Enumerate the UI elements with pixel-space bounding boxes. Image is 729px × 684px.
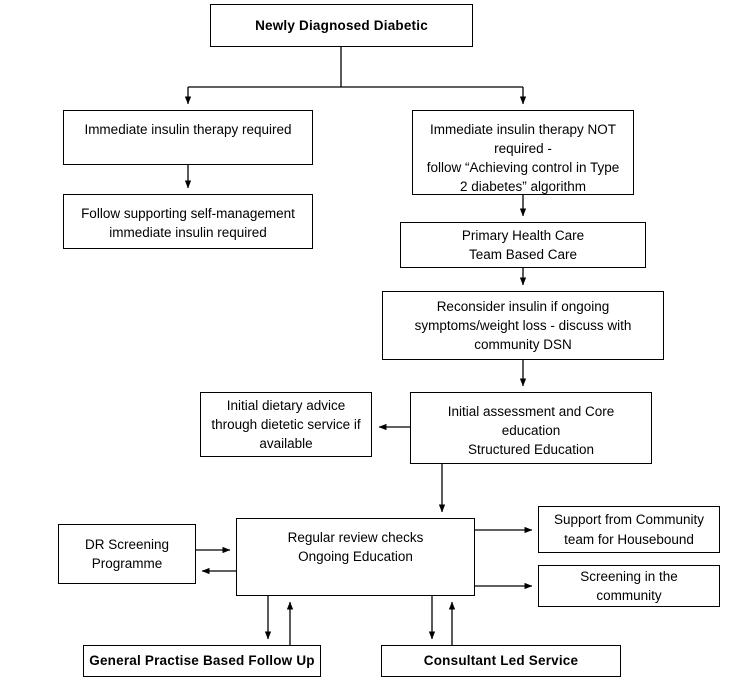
node-general-practise-follow-up[interactable]: General Practise Based Follow Up bbox=[83, 645, 321, 677]
node-label: Follow supporting self-management immedi… bbox=[81, 206, 295, 241]
node-initial-dietary-advice[interactable]: Initial dietary advice through dietetic … bbox=[200, 392, 372, 457]
node-consultant-led-service[interactable]: Consultant Led Service bbox=[381, 645, 621, 677]
node-label: DR Screening Programme bbox=[84, 536, 170, 571]
node-label: Initial assessment and Core education St… bbox=[447, 404, 615, 458]
node-screening-in-community[interactable]: Screening in the community bbox=[538, 565, 720, 607]
node-label: Immediate insulin therapy required bbox=[84, 122, 292, 137]
node-reconsider-insulin[interactable]: Reconsider insulin if ongoing symptoms/w… bbox=[382, 291, 664, 360]
node-dr-screening-programme[interactable]: DR Screening Programme bbox=[58, 524, 196, 584]
node-label: Regular review checks Ongoing Education bbox=[287, 530, 424, 565]
node-initial-assessment-core-education[interactable]: Initial assessment and Core education St… bbox=[410, 392, 652, 464]
node-newly-diagnosed-diabetic[interactable]: Newly Diagnosed Diabetic bbox=[210, 4, 473, 47]
node-label: Initial dietary advice through dietetic … bbox=[211, 397, 361, 452]
node-primary-health-care[interactable]: Primary Health Care Team Based Care bbox=[400, 222, 646, 268]
node-label: General Practise Based Follow Up bbox=[89, 653, 315, 669]
node-label: Primary Health Care Team Based Care bbox=[461, 227, 585, 262]
node-label: Reconsider insulin if ongoing symptoms/w… bbox=[414, 298, 632, 353]
node-immediate-insulin-not-required[interactable]: Immediate insulin therapy NOT required -… bbox=[412, 110, 634, 195]
node-label: Screening in the community bbox=[580, 568, 678, 603]
node-label: Support from Community team for Housebou… bbox=[553, 512, 705, 547]
node-label: Consultant Led Service bbox=[423, 653, 579, 669]
node-regular-review-checks[interactable]: Regular review checks Ongoing Education bbox=[236, 518, 475, 596]
node-follow-supporting-self-management[interactable]: Follow supporting self-management immedi… bbox=[63, 194, 313, 249]
node-immediate-insulin-required[interactable]: Immediate insulin therapy required bbox=[63, 110, 313, 165]
node-label: Newly Diagnosed Diabetic bbox=[255, 17, 428, 33]
node-support-community-housebound[interactable]: Support from Community team for Housebou… bbox=[538, 506, 720, 553]
node-label: Immediate insulin therapy NOT required -… bbox=[426, 122, 620, 195]
